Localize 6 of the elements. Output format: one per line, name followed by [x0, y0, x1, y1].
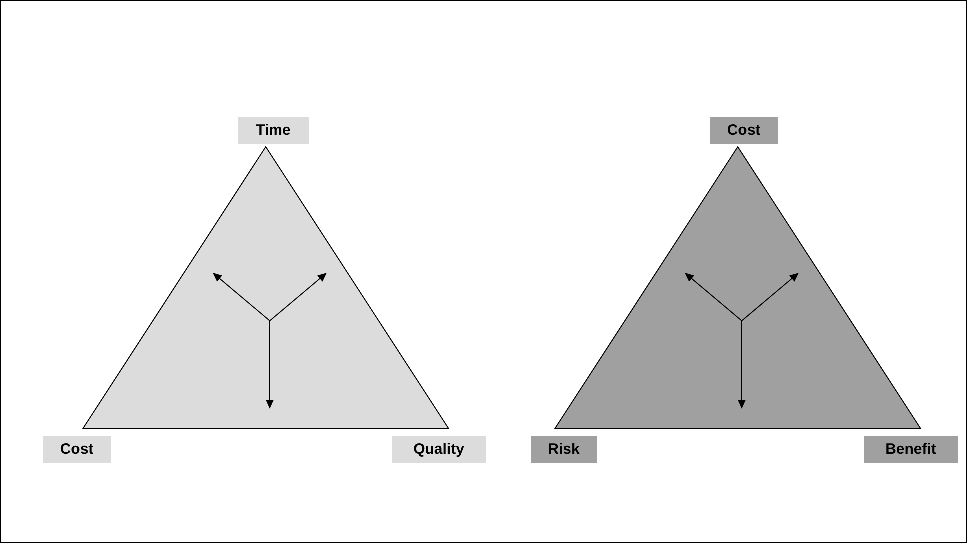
- vertex-label: Cost: [710, 117, 778, 144]
- vertex-label: Benefit: [864, 436, 958, 463]
- vertex-label: Time: [238, 117, 309, 144]
- vertex-label: Cost: [43, 436, 111, 463]
- vertex-label: Risk: [531, 436, 597, 463]
- vertex-label: Quality: [392, 436, 486, 463]
